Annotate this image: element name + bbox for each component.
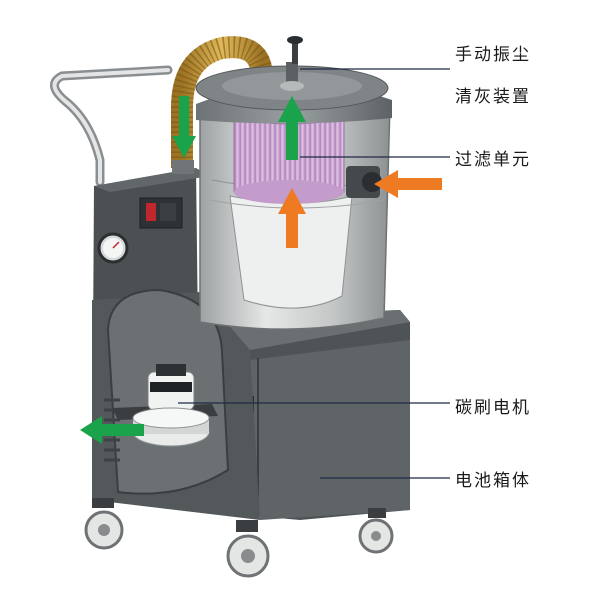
label-shaker-line1: 手动振尘 [455,45,531,65]
carbon-brush-motor [112,364,218,447]
leader-lines [178,68,450,479]
pressure-gauge-icon [97,232,129,264]
suction-hose [171,36,273,174]
airflow-arrow-down-icon [172,96,196,158]
label-carbon-brush-motor: 碳刷电机 [455,398,531,418]
airflow-arrow-left-icon [80,416,144,444]
caster-wheel-icon [226,520,270,578]
caster-wheel-icon [84,498,124,550]
caster-wheel-icon [358,508,394,554]
airflow-arrow-left-icon [374,170,442,198]
airflow-arrow-up-icon [278,96,306,160]
push-handle-icon [50,65,173,187]
power-switch [139,197,183,229]
label-battery-box: 电池箱体 [455,471,531,491]
label-shaker-line2: 清灰装置 [455,87,531,107]
label-filter-unit: 过滤单元 [455,150,531,170]
shaker-knob-icon [280,36,304,91]
airflow-arrow-up-icon [278,188,306,248]
